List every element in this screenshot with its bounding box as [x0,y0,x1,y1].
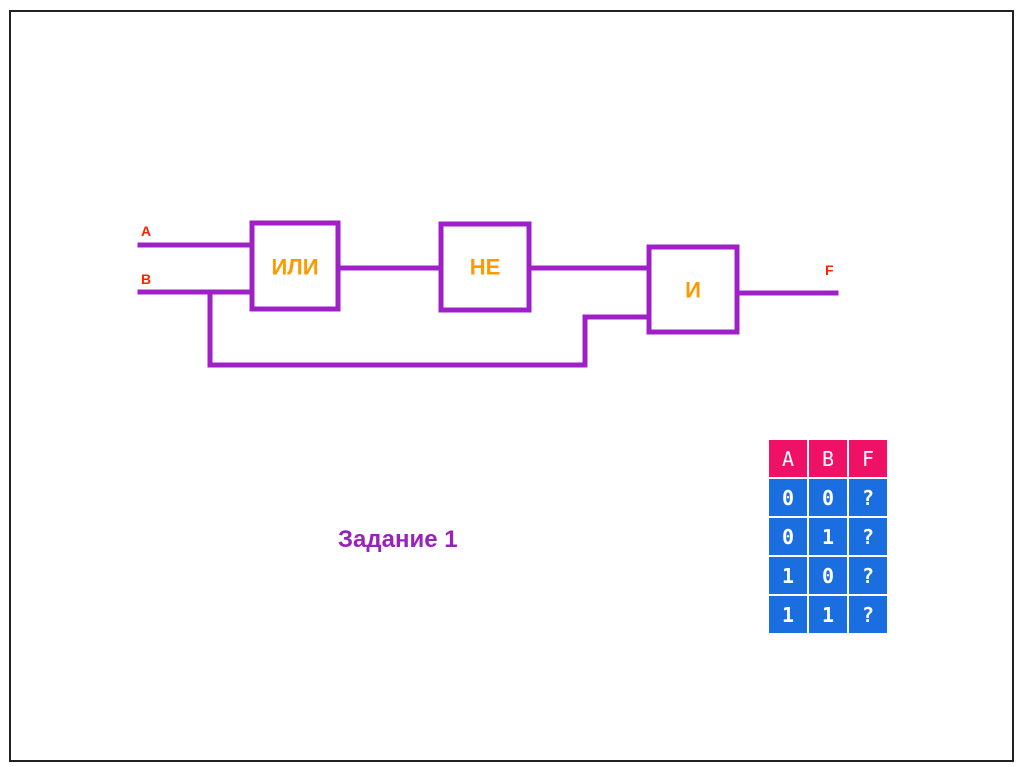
task-title: Задание 1 [338,526,458,553]
truth-table-header-f: F [847,438,889,479]
table-cell: 0 [767,516,809,557]
table-row: 1 1 ? [767,594,889,635]
table-cell: ? [847,477,889,518]
gate-or: ИЛИ [249,220,341,312]
truth-table-header-b: B [807,438,849,479]
table-row: 0 0 ? [767,477,889,518]
table-cell: ? [847,555,889,596]
table-cell: 0 [767,477,809,518]
table-cell: 1 [767,594,809,635]
table-cell: ? [847,594,889,635]
truth-table-header-a: A [767,438,809,479]
gate-or-box [249,220,341,312]
table-cell: 1 [807,516,849,557]
table-cell: 0 [807,477,849,518]
input-b-label: B [141,271,151,287]
truth-table: A B F 0 0 ? 0 1 ? 1 0 ? 1 1 ? [767,438,889,635]
input-a-label: A [141,223,151,239]
gate-or-label: ИЛИ [271,255,318,280]
gate-not-label: НЕ [470,255,501,280]
table-cell: 0 [807,555,849,596]
output-f-label: F [825,262,834,278]
gate-not-box [438,221,532,313]
slide-frame [9,10,1014,762]
table-row: 0 1 ? [767,516,889,557]
gate-and-label: И [685,278,701,303]
gate-not: НЕ [438,221,532,313]
gate-and: И [646,244,740,335]
wire-b-branch-to-and [207,289,652,368]
gate-and-box [646,244,740,335]
table-cell: 1 [807,594,849,635]
table-cell: 1 [767,555,809,596]
table-row: 1 0 ? [767,555,889,596]
truth-table-header-row: A B F [767,438,889,479]
table-cell: ? [847,516,889,557]
